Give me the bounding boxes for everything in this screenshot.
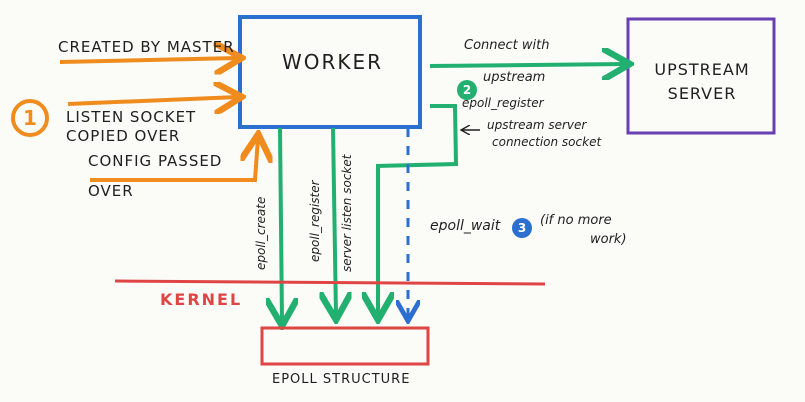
step-2-circle [457,80,477,100]
label-connect-2: upstream [483,70,546,85]
label-listen-socket-1: LISTEN SOCKET [66,108,197,126]
label-register-upstream-1: epoll_register [462,96,544,110]
label-epoll-create: epoll_create [254,196,268,270]
label-register-upstream-3: connection socket [492,135,602,149]
label-wait-note-1: (if no more [540,213,612,228]
step-3-circle [512,218,532,238]
label-register-listen-2: server listen socket [340,154,354,272]
step-1-badge: 1 [23,106,37,130]
step-2-badge: 2 [462,83,472,97]
label-epoll-wait: epoll_wait [430,218,501,234]
arrow-config-passed [90,138,258,182]
kernel-line [114,279,546,286]
label-created-by-master: CREATED BY MASTER [58,38,235,56]
upstream-server-label: UPSTREAM SERVER [650,58,754,106]
label-config-2: OVER [88,182,134,200]
upstream-line-1: UPSTREAM [654,60,750,79]
arrow-connect-upstream [429,64,626,66]
step-1-circle [11,99,49,137]
label-config-1: CONFIG PASSED [88,152,223,170]
arrow-register-upstream [378,104,459,316]
worker-label: WORKER [282,50,384,74]
arrow-register-listen [333,127,336,316]
arrow-listen-socket [67,97,238,104]
arrow-created-by-master [59,58,238,62]
label-register-upstream-2: upstream server [487,118,587,132]
step-3-badge: 3 [517,221,527,235]
upstream-line-2: SERVER [667,84,737,103]
arrow-epoll-create [280,127,282,322]
label-epoll-structure: EPOLL STRUCTURE [272,372,411,387]
label-wait-note-2: work) [590,232,627,247]
label-connect-1: Connect with [464,38,550,53]
label-listen-socket-2: COPIED OVER [66,127,181,145]
epoll-structure-box [260,326,430,366]
label-register-listen-1: epoll_register [308,180,322,262]
label-kernel: KERNEL [160,290,243,309]
